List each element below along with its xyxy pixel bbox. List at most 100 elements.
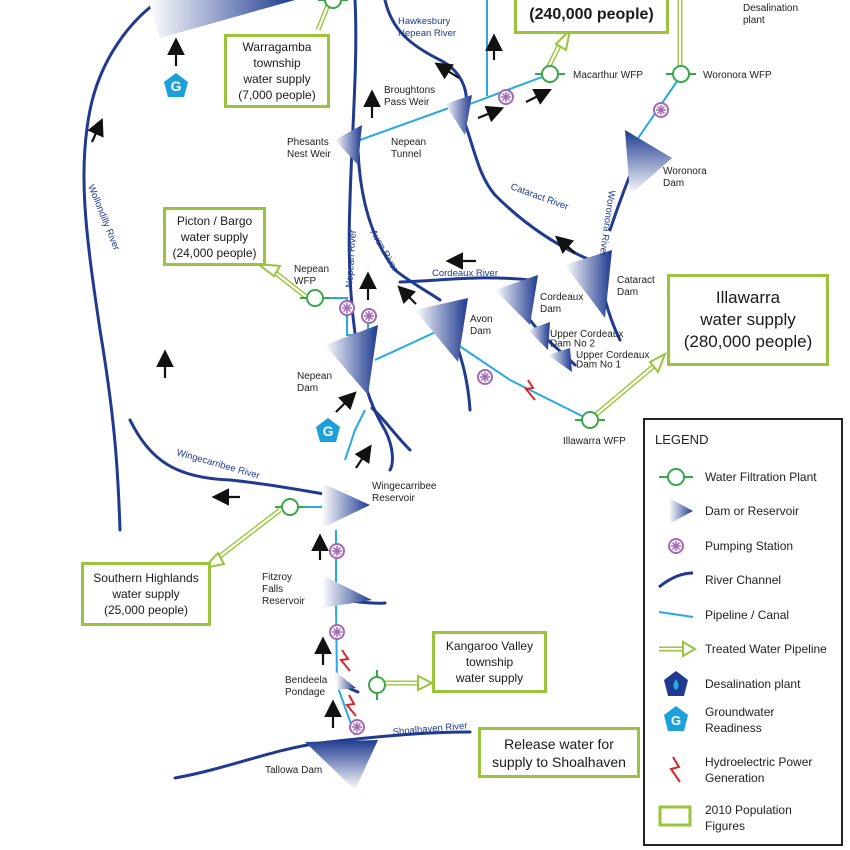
- treated-pipeline-icon: [659, 640, 697, 658]
- groundwater-readiness-2-icon: G: [316, 418, 340, 442]
- kangaroo-valley-wfp-icon: [368, 670, 386, 700]
- tallowa-dam-icon: [305, 740, 378, 790]
- bendeela-pump-icon: [349, 719, 365, 735]
- wingecarribee-pump-icon: [329, 543, 345, 559]
- illawarra-pipe: [457, 344, 591, 421]
- woronora-dam-icon: [625, 130, 672, 195]
- warragamba-line-1: Warragamba: [242, 40, 312, 54]
- phesants-weir-icon: [335, 125, 362, 165]
- legend-label-groundwater: Groundwater Readiness: [705, 705, 775, 735]
- illawarra-wfp-label: Illawarra WFP: [563, 436, 626, 447]
- filtration-plants: [274, 0, 697, 700]
- warragamba-box: Warragamba township water supply (7,000 …: [224, 34, 330, 108]
- legend-title: LEGEND: [655, 432, 709, 447]
- avon-river-label: Avon River: [367, 228, 400, 274]
- avon-river-lower: [356, 148, 442, 302]
- picton-line-2: water supply: [180, 229, 249, 244]
- cataract-river-label: Cataract River: [509, 181, 570, 212]
- woronora-pump-icon: [653, 102, 669, 118]
- warragamba-line-3: water supply: [243, 72, 311, 86]
- release-line-2: supply to Shoalhaven: [492, 753, 626, 770]
- southern-highlands-line-1: Southern Highlands: [93, 571, 199, 585]
- wingecarribee-river-label: Wingecarribee River: [175, 447, 261, 481]
- kangaroo-valley-line-3: water supply: [455, 671, 524, 685]
- release-line-1: Release water for: [504, 735, 614, 752]
- warragamba-line-2: township: [253, 56, 301, 70]
- release-box: Release water for supply to Shoalhaven: [478, 727, 640, 778]
- illawarra-line-3: (280,000 people): [683, 332, 813, 351]
- avon-nepean-pipe: [374, 329, 441, 361]
- bendeela-icon: [336, 672, 356, 690]
- legend-label-population: 2010 Population Figures: [705, 803, 792, 833]
- southern-highlands-line-3: (25,000 people): [103, 603, 189, 617]
- picton-box: Picton / Bargo water supply (24,000 peop…: [163, 207, 266, 266]
- wingecarribee-res-icon: [322, 483, 370, 528]
- groundwater-icon: G: [664, 706, 688, 731]
- rivers: [82, 0, 642, 780]
- hydroelectric-icon: [669, 756, 681, 783]
- nepean-pump-2-icon: [361, 308, 377, 324]
- population-box-icon: [658, 805, 692, 827]
- legend: LEGEND Water Filtration Plant Dam or Res…: [643, 418, 843, 846]
- broughtons-weir-icon: [445, 95, 472, 135]
- broughtons-pump-icon: [498, 89, 514, 105]
- nepean-river-label: Nepean River: [344, 229, 359, 288]
- illawarra-line-2: water supply: [700, 310, 796, 329]
- macarthur-wfp-icon: [534, 65, 566, 83]
- illawarra-hydro-icon: [524, 379, 536, 401]
- hydro-stations: [339, 379, 536, 717]
- legend-label-pump: Pumping Station: [705, 539, 794, 553]
- avon-dam-icon: [415, 298, 468, 362]
- legend-label-hydro: Hydroelectric Power Generation: [705, 755, 813, 785]
- svg-text:G: G: [323, 423, 334, 439]
- nepean-dam-icon: [325, 325, 378, 395]
- svg-text:G: G: [171, 78, 182, 94]
- kangaroo-valley-line-1: Kangaroo Valley: [445, 639, 534, 653]
- fitzroy-hydro-icon: [339, 649, 351, 672]
- river-channel-icon: [658, 571, 694, 589]
- picton-line-1: Picton / Bargo: [176, 213, 253, 228]
- desalination-icon: [664, 671, 688, 696]
- wingecarribee-pipe: [344, 409, 366, 461]
- cordeaux-river-label: Cordeaux River: [432, 268, 498, 279]
- wingecarribee-river: [128, 418, 332, 497]
- warragamba-line-4: (7,000 people): [238, 88, 316, 102]
- macarthur-pipe: [469, 73, 551, 105]
- water-filtration-plant-icon: [659, 468, 693, 486]
- woronora-wfp-label: Woronora WFP: [703, 70, 772, 81]
- warragamba-wfp-icon: [317, 0, 349, 9]
- woronora-river-label: Woronora River: [597, 190, 617, 257]
- legend-label-pipeline: Pipeline / Canal: [705, 608, 790, 622]
- warragamba-dam-icon: [148, 0, 295, 38]
- wingecarribee-upper: [370, 406, 412, 452]
- illawarra-line-1: Illawarra: [715, 288, 781, 307]
- dam-icon: [669, 498, 693, 524]
- shoalhaven-river-label: Shoalhaven River: [392, 720, 468, 737]
- southern-highlands-box: Southern Highlands water supply (25,000 …: [81, 562, 211, 626]
- legend-label-river: River Channel: [705, 573, 782, 587]
- upper-cordeaux-2-icon: [528, 322, 550, 350]
- picton-line-3: (24,000 people): [172, 245, 257, 260]
- legend-label-desal: Desalination plant: [705, 677, 801, 691]
- dams: [148, 0, 672, 790]
- avon-pump-icon: [477, 369, 493, 385]
- woronora-wfp-icon: [665, 65, 697, 83]
- svg-text:G: G: [671, 713, 681, 728]
- flow-arrows: [87, 33, 576, 728]
- legend-label-dam: Dam or Reservoir: [705, 504, 800, 518]
